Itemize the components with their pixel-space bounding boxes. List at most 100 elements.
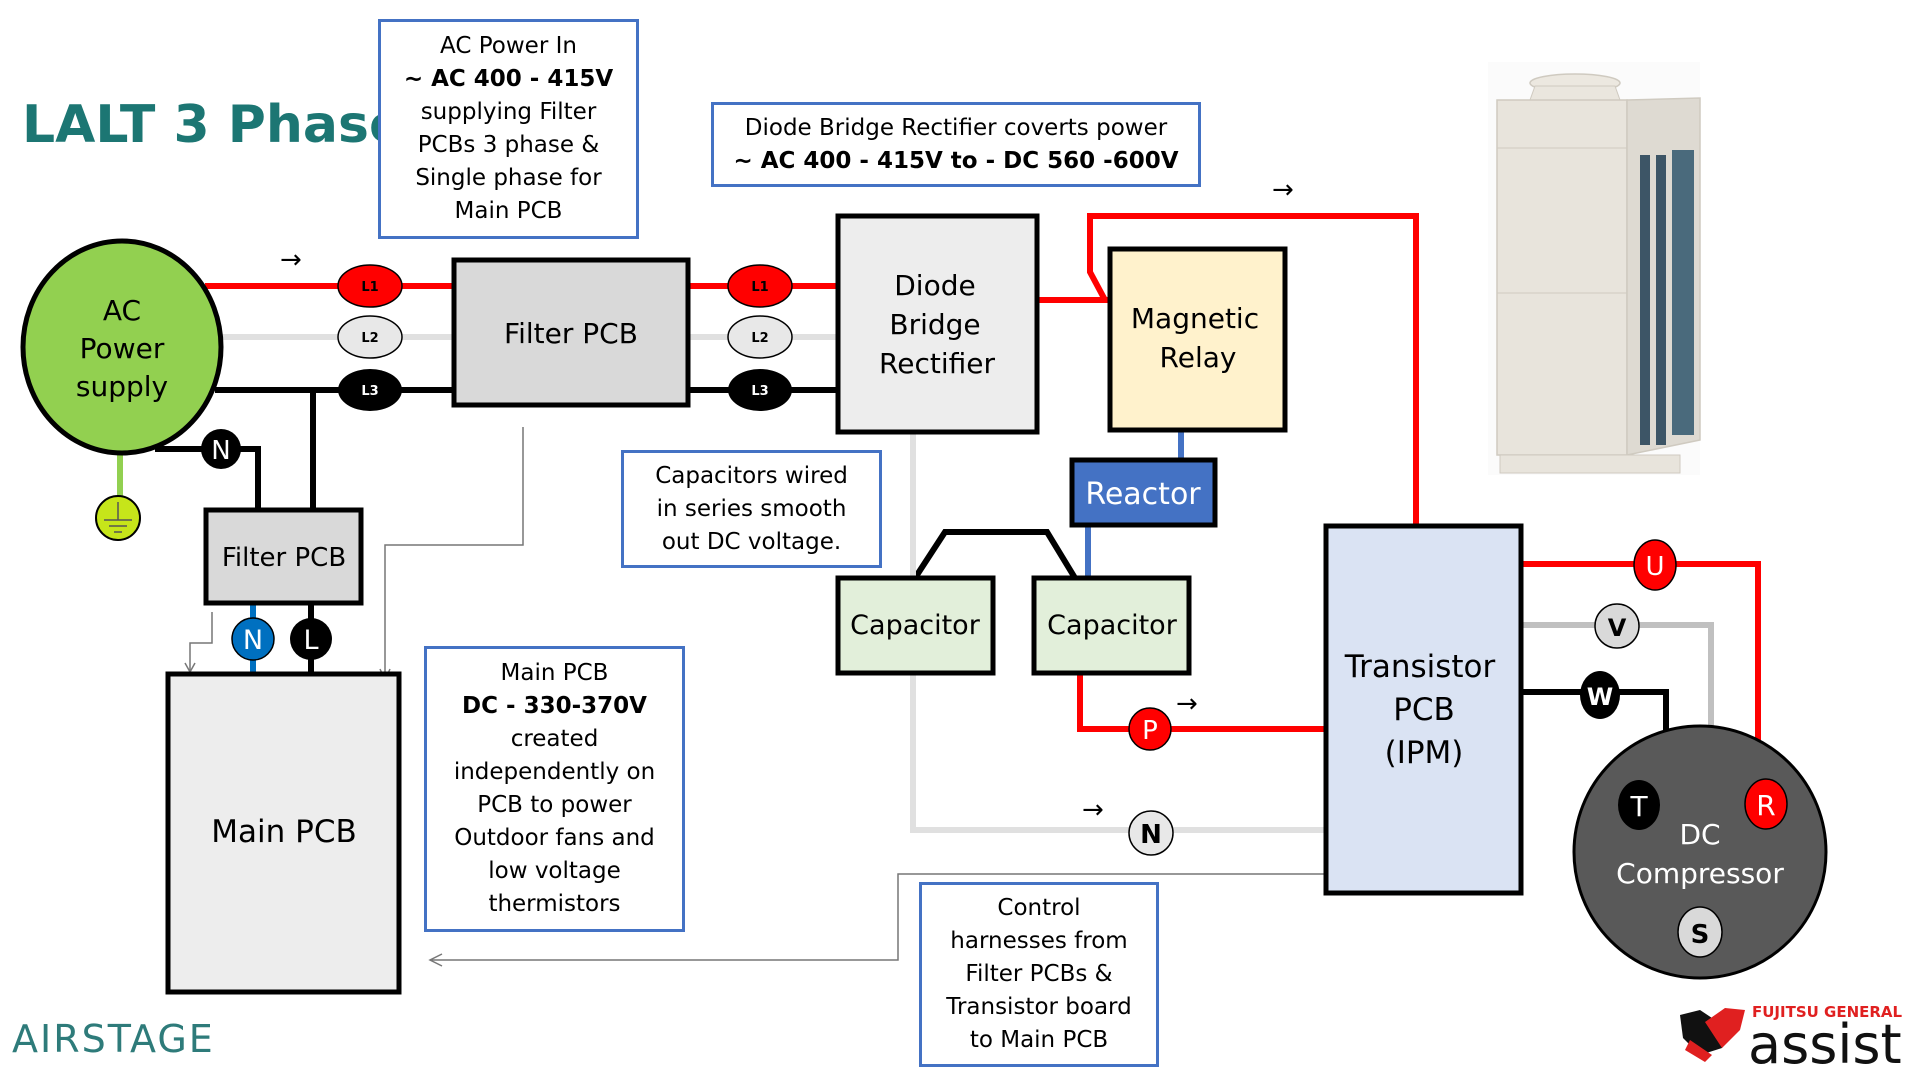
transistor-pcb-ipm[interactable]: Transistor PCB (IPM)	[1323, 523, 1524, 896]
diode-label-1: Diode	[894, 269, 975, 302]
terminal-n-label: N	[211, 436, 230, 466]
note-main-pcb: Main PCB DC - 330-370V created independe…	[424, 646, 685, 932]
note-line: PCB to power	[477, 792, 632, 818]
arrow-icon: →	[280, 245, 302, 275]
terminal-t-label: T	[1629, 790, 1648, 823]
diode-bridge-rectifier[interactable]: Diode Bridge Rectifier	[835, 213, 1040, 435]
terminal-w: W	[1580, 671, 1620, 719]
note-diode-bridge: Diode Bridge Rectifier coverts power ~ A…	[711, 102, 1201, 187]
wire-u	[1522, 561, 1761, 742]
note-line: Outdoor fans and	[454, 825, 655, 851]
harness-line-3	[430, 873, 1326, 961]
terminal-l3-out: L3	[728, 369, 792, 411]
capacitor-1-label: Capacitor	[850, 610, 981, 641]
note-ac-power-in: AC Power In ~ AC 400 - 415V supplying Fi…	[378, 19, 639, 239]
terminal-w-label: W	[1587, 683, 1613, 711]
capacitor-2-label: Capacitor	[1047, 610, 1178, 641]
note-line: Single phase for	[415, 165, 602, 191]
wire-dc-negative	[910, 432, 1326, 833]
fujitsu-general-text: FUJITSU GENERAL	[1752, 1003, 1903, 1021]
terminal-p: P	[1128, 707, 1172, 751]
note-line: in series smooth	[656, 495, 847, 522]
terminal-p-label: P	[1142, 716, 1158, 746]
wire-relay-bypass	[1087, 213, 1419, 526]
terminal-l1-in: L1	[337, 264, 403, 308]
note-line: Main PCB	[500, 660, 609, 686]
filter-pcb-single-phase[interactable]: Filter PCB	[203, 507, 364, 606]
note-control-harness: Control harnesses from Filter PCBs & Tra…	[919, 882, 1159, 1067]
note-line-bold: DC - 330-370V	[462, 693, 647, 719]
compressor-label-2: Compressor	[1616, 857, 1784, 890]
note-line: created	[510, 726, 599, 752]
page-title: LALT 3 Phase	[22, 95, 404, 155]
note-line: harnesses from	[950, 928, 1128, 954]
note-line: PCBs 3 phase &	[417, 132, 600, 158]
relay-label-1: Magnetic	[1131, 302, 1259, 335]
terminal-l1-label: L1	[361, 280, 378, 295]
terminal-n-dc-label: N	[1140, 820, 1162, 850]
note-line: Control	[997, 895, 1081, 921]
filter-pcb-single-label: Filter PCB	[222, 543, 346, 573]
filter-pcb-label: Filter PCB	[504, 317, 638, 350]
magnetic-relay[interactable]: Magnetic Relay	[1107, 246, 1288, 433]
note-line: Filter PCBs &	[965, 961, 1113, 987]
wire-capacitor-series	[912, 529, 1078, 580]
filter-pcb-3phase[interactable]: Filter PCB	[451, 257, 691, 408]
airstage-logo: AIRSTAGE	[12, 1017, 215, 1061]
terminal-l2-in: L2	[337, 315, 403, 359]
terminal-n-main-label: N	[243, 625, 263, 656]
terminal-n-main: N	[231, 617, 275, 661]
ac-supply-label-3: supply	[76, 370, 168, 403]
transistor-label-2: PCB	[1393, 692, 1455, 728]
terminal-l2-out: L2	[727, 315, 793, 359]
terminal-l2-label: L2	[361, 331, 378, 346]
note-line: AC Power In	[440, 33, 577, 59]
note-line: supplying Filter	[420, 99, 597, 125]
capacitor-2[interactable]: Capacitor	[1031, 575, 1192, 676]
arrow-icon: →	[1176, 689, 1198, 719]
terminal-s-label: S	[1691, 920, 1710, 950]
terminal-n-supply: N	[201, 429, 241, 469]
note-line-bold: ~ AC 400 - 415V	[403, 66, 614, 92]
note-line: to Main PCB	[969, 1027, 1109, 1053]
diode-label-2: Bridge	[889, 308, 980, 341]
terminal-r-label: R	[1756, 789, 1775, 822]
outdoor-unit-image	[1488, 62, 1701, 475]
main-pcb-label: Main PCB	[211, 814, 356, 850]
note-line: Transistor board	[946, 994, 1132, 1020]
note-line: thermistors	[488, 891, 621, 917]
wire-neutral	[155, 446, 261, 510]
wire-p	[1077, 673, 1326, 732]
terminal-u: U	[1633, 539, 1677, 591]
terminal-l1-out: L1	[727, 264, 793, 308]
transistor-label-1: Transistor	[1344, 649, 1496, 685]
transistor-label-3: (IPM)	[1385, 735, 1464, 771]
ground-icon	[95, 495, 141, 541]
compressor-label-1: DC	[1679, 818, 1720, 851]
terminal-l1-label: L1	[751, 280, 768, 295]
harness-line-1	[384, 427, 524, 672]
harness-arrowhead-3	[428, 953, 443, 967]
note-line: Capacitors wired	[655, 462, 848, 489]
ac-power-supply[interactable]: AC Power supply	[20, 238, 224, 456]
terminal-l2-label: L2	[751, 331, 768, 346]
handshake-icon	[1680, 1008, 1745, 1062]
ac-supply-label-1: AC	[103, 294, 141, 327]
note-line: Main PCB	[454, 198, 563, 224]
terminal-n-dc: N	[1128, 810, 1174, 856]
reactor[interactable]: Reactor	[1069, 457, 1218, 528]
diode-label-3: Rectifier	[879, 347, 995, 380]
wire-v	[1522, 622, 1714, 735]
relay-label-2: Relay	[1160, 341, 1237, 374]
harness-line-2	[189, 612, 213, 672]
note-line: low voltage	[488, 858, 621, 884]
dc-compressor[interactable]: DC Compressor T R S	[1572, 724, 1828, 980]
reactor-label: Reactor	[1085, 477, 1201, 512]
ac-supply-label-2: Power	[80, 332, 165, 365]
fujitsu-assist-logo: FUJITSU GENERAL assist	[1680, 1003, 1903, 1067]
note-capacitors: Capacitors wired in series smooth out DC…	[621, 450, 882, 568]
main-pcb[interactable]: Main PCB	[165, 671, 402, 995]
capacitor-1[interactable]: Capacitor	[835, 575, 996, 676]
terminal-u-label: U	[1645, 552, 1664, 582]
